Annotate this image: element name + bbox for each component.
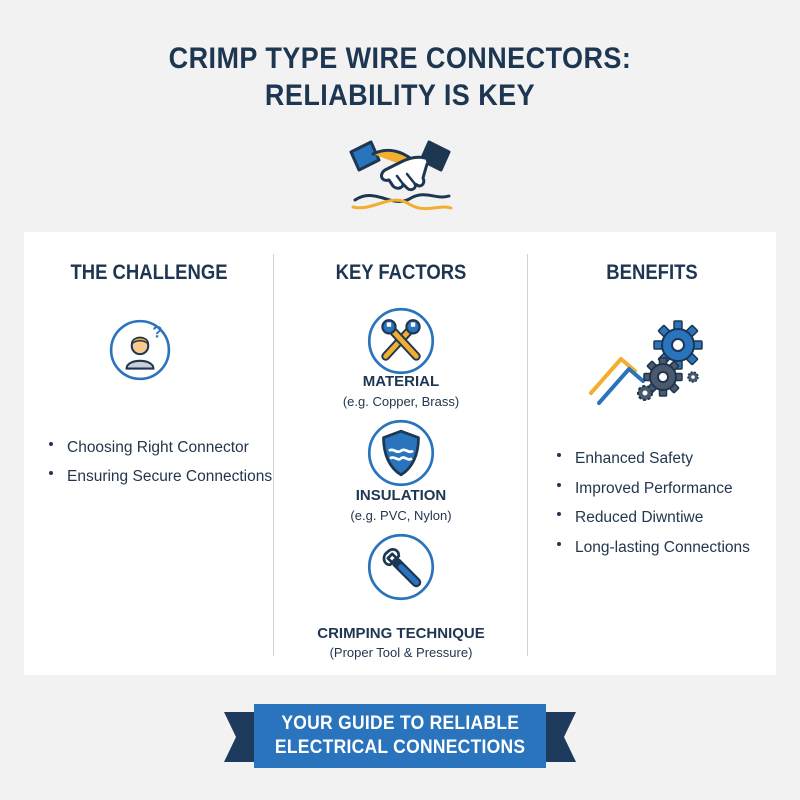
- page-title: CRIMP TYPE WIRE CONNECTORS: RELIABILITY …: [40, 40, 760, 114]
- factor-label: MATERIAL: [362, 373, 440, 390]
- factor-sub: (e.g. PVC, Nylon): [350, 508, 452, 523]
- person-question-icon: ?: [109, 319, 171, 381]
- list-item: Reduced Diwntiwe: [554, 503, 750, 533]
- crimping-tool-icon: [367, 533, 435, 601]
- benefits-list: Enhanced Safety Improved Performance Red…: [554, 444, 750, 562]
- factor-sub: (Proper Tool & Pressure): [329, 645, 473, 660]
- footer-line-2: ELECTRICAL CONNECTIONS: [274, 737, 526, 758]
- gears-chart-icon: [589, 320, 703, 405]
- factor-label: INSULATION: [355, 487, 447, 504]
- handshake-icon: [349, 140, 453, 211]
- list-item: Improved Performance: [554, 474, 750, 504]
- column-divider: [273, 254, 274, 656]
- list-item: Choosing Right Connector: [46, 433, 272, 462]
- shield-icon: [367, 419, 435, 487]
- list-item: Enhanced Safety: [554, 444, 750, 474]
- content-panel: THE CHALLENGE ? Choosing Right Connector…: [24, 232, 776, 675]
- factor-sub: (e.g. Copper, Brass): [342, 394, 460, 409]
- challenge-list: Choosing Right Connector Ensuring Secure…: [46, 433, 272, 491]
- factor-label: CRIMPING TECHNIQUE: [317, 625, 485, 642]
- footer-line-1: YOUR GUIDE TO RELIABLE: [281, 713, 519, 734]
- footer-banner: [224, 704, 576, 768]
- column-divider: [527, 254, 528, 656]
- tools-icon: [367, 307, 435, 375]
- page-title-line-1: CRIMP TYPE WIRE CONNECTORS:: [168, 42, 632, 75]
- page-title-line-2: RELIABILITY IS KEY: [264, 79, 536, 112]
- benefits-heading: BENEFITS: [606, 261, 698, 284]
- challenge-heading: THE CHALLENGE: [70, 261, 228, 284]
- svg-text:?: ?: [152, 324, 162, 342]
- footer-banner-text: YOUR GUIDE TO RELIABLE ELECTRICAL CONNEC…: [254, 704, 546, 768]
- list-item: Long-lasting Connections: [554, 533, 750, 563]
- factors-heading: KEY FACTORS: [335, 261, 467, 284]
- list-item: Ensuring Secure Connections: [46, 462, 272, 491]
